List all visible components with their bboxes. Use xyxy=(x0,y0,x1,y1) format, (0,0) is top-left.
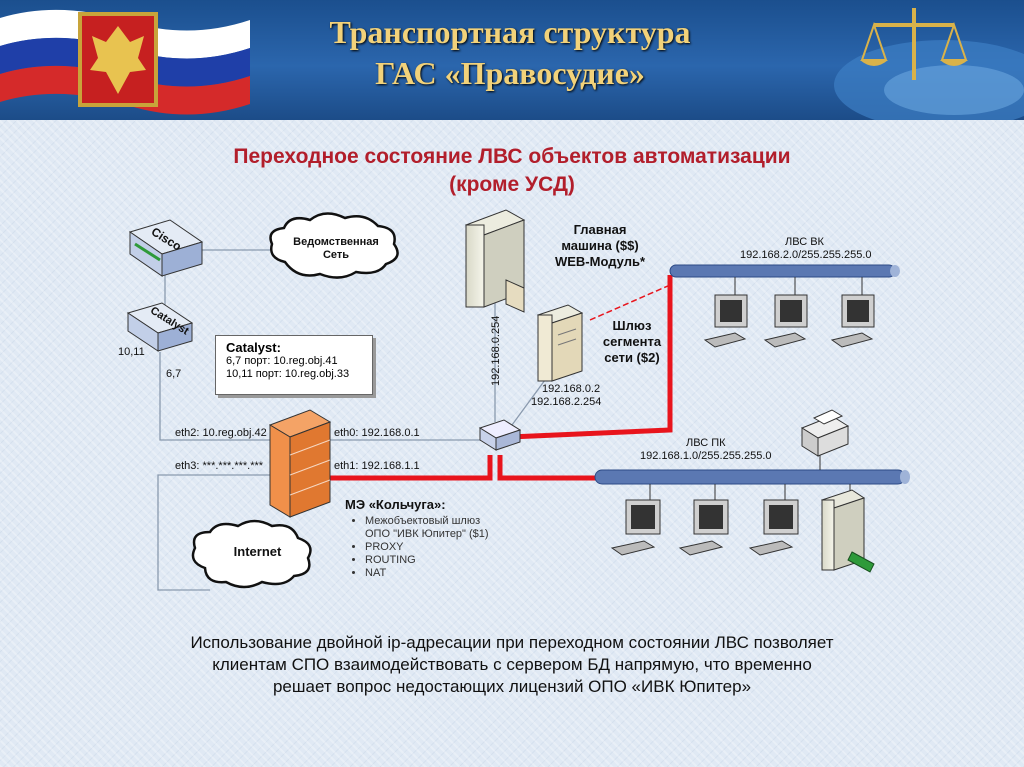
port-67-label: 6,7 xyxy=(166,368,182,380)
dept-network-cloud-icon xyxy=(269,212,399,279)
catalyst-info-box: Catalyst: 6,7 порт: 10.reg.obj.41 10,11 … xyxy=(215,335,373,395)
gateway-line-2: сегмента xyxy=(602,334,662,349)
gw-ip-1-label: 192.168.0.2 xyxy=(542,383,601,395)
catalyst-box-title: Catalyst: xyxy=(226,340,281,355)
server-icon xyxy=(820,489,875,573)
dept-net-line-1: Ведомственная xyxy=(293,236,379,248)
workstation-icon xyxy=(703,294,748,348)
firewall-features: Межобъектовый шлюз ОПО "ИВК Юпитер" ($1)… xyxy=(345,515,515,580)
lan-vk-title: ЛВС ВК xyxy=(785,236,824,248)
workstation-icon xyxy=(748,499,799,556)
bottom-note-line-3: решает вопрос недостающих лицензий ОПО «… xyxy=(272,677,752,696)
main-machine-line-3: WEB-Модуль* xyxy=(554,254,646,269)
switch-icon xyxy=(478,419,522,451)
dept-network-label: Ведомственная Сеть xyxy=(290,236,382,262)
firewall-feature: Межобъектовый шлюз ОПО "ИВК Юпитер" ($1) xyxy=(365,515,500,541)
catalyst-box-line-2: 10,11 порт: 10.reg.obj.33 xyxy=(226,368,350,380)
bottom-note-line-2: клиентам СПО взаимодействовать с серверо… xyxy=(212,655,812,674)
eth2-label: eth2: 10.reg.obj.42 xyxy=(175,427,267,439)
firewall-feature: PROXY xyxy=(365,541,515,554)
lan-pk-address: 192.168.1.0/255.255.255.0 xyxy=(640,450,772,462)
lan-pk-title: ЛВС ПК xyxy=(686,437,726,449)
workstation-icon xyxy=(763,294,808,348)
title-line-2: ГАС «Правосудие» xyxy=(375,55,645,91)
port-1011-label: 10,11 xyxy=(118,346,145,358)
workstation-icon xyxy=(830,294,875,348)
internet-label: Internet xyxy=(233,544,282,559)
gateway-line-1: Шлюз xyxy=(612,318,652,333)
scales-of-justice-icon xyxy=(834,8,1024,120)
catalyst-box-line-1: 6,7 порт: 10.reg.obj.41 xyxy=(226,355,338,367)
main-machine-label: Главная машина ($$) WEB-Модуль* xyxy=(530,222,670,270)
header-banner: Транспортная структура ГАС «Правосудие» xyxy=(0,0,1024,120)
gateway-line-3: сети ($2) xyxy=(604,350,660,365)
bottom-note-line-1: Использование двойной ip-адресации при п… xyxy=(190,633,834,652)
eth3-label: eth3: ***.***.***.*** xyxy=(175,460,264,472)
gw-ip-2-label: 192.168.2.254 xyxy=(531,396,602,408)
bottom-note: Использование двойной ip-адресации при п… xyxy=(130,632,894,698)
firewall-icon xyxy=(268,409,332,518)
dashed-link xyxy=(589,284,671,321)
red-links xyxy=(330,275,673,481)
eth0-label: eth0: 192.168.0.1 xyxy=(334,427,420,439)
main-machine-line-2: машина ($$) xyxy=(561,238,639,253)
firewall-title: МЭ «Кольчуга»: xyxy=(345,497,446,512)
title-line-1: Транспортная структура xyxy=(329,14,691,50)
eth1-label: eth1: 192.168.1.1 xyxy=(334,460,420,472)
catalyst-switch-icon xyxy=(126,302,194,352)
main-machine-line-1: Главная xyxy=(573,222,627,237)
firewall-feature: ROUTING xyxy=(365,554,515,567)
subtitle-line-2: (кроме УСД) xyxy=(449,173,575,196)
page-title: Транспортная структура ГАС «Правосудие» xyxy=(250,12,770,94)
workstation-icon xyxy=(610,499,661,556)
firewall-info: МЭ «Кольчуга»: Межобъектовый шлюз ОПО "И… xyxy=(345,497,515,580)
diagram-subtitle: Переходное состояние ЛВС объектов автома… xyxy=(150,143,874,199)
lan-vk-address: 192.168.2.0/255.255.255.0 xyxy=(740,249,872,261)
gateway-label: Шлюз сегмента сети ($2) xyxy=(592,318,672,366)
printer-icon xyxy=(800,409,850,457)
cisco-router-icon xyxy=(128,219,204,277)
lan-vk-bus xyxy=(669,264,900,298)
dept-net-line-2: Сеть xyxy=(322,249,350,261)
lan-pk-bus xyxy=(594,455,910,505)
coat-of-arms-icon xyxy=(78,12,158,107)
subtitle-line-1: Переходное состояние ЛВС объектов автома… xyxy=(233,145,791,168)
internet-cloud-icon xyxy=(191,519,312,589)
firewall-feature: NAT xyxy=(365,567,515,580)
workstation-icon xyxy=(678,499,729,556)
main-server-icon xyxy=(464,209,526,313)
main-ip-label: 192.168.0.254 xyxy=(490,315,502,386)
gateway-server-icon xyxy=(536,304,584,382)
